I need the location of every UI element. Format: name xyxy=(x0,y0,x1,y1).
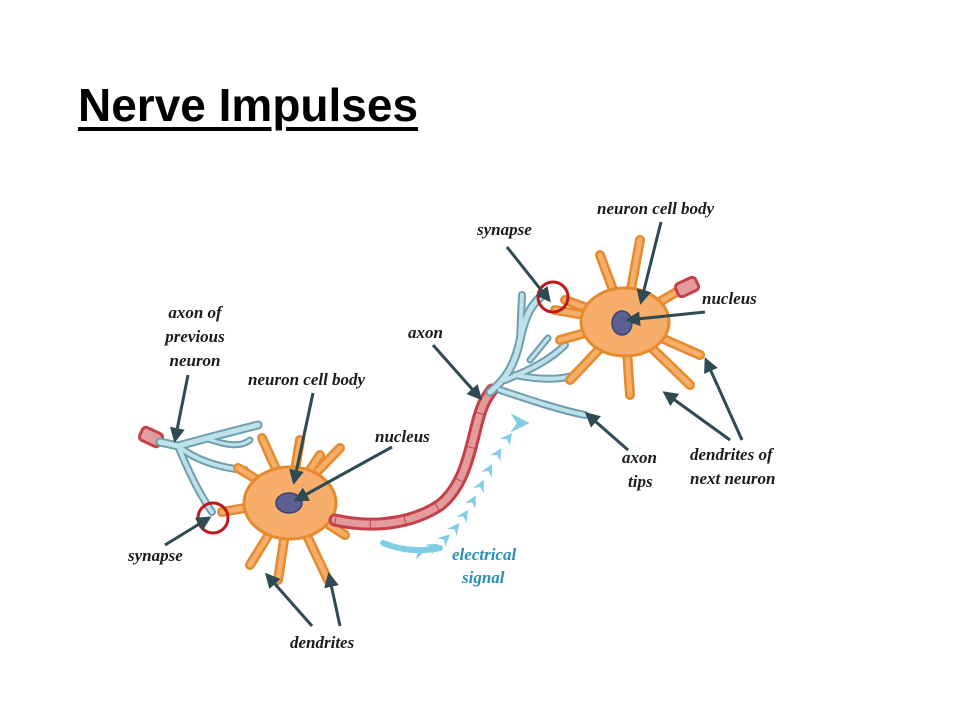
arrow-nucleus-right xyxy=(625,310,706,327)
left-neuron xyxy=(217,433,350,585)
label-axon-of-previous-neuron-3: neuron xyxy=(169,351,220,370)
axon xyxy=(328,383,499,531)
signal-chevron xyxy=(456,509,468,524)
axon-terminal-branches xyxy=(485,291,589,419)
left-nucleus xyxy=(275,492,303,514)
page-title: Nerve Impulses xyxy=(78,79,419,131)
right-neuron xyxy=(550,235,705,400)
signal-chevron xyxy=(437,534,450,547)
label-axon-tips-1: axon xyxy=(622,448,657,467)
label-axon-tips-2: tips xyxy=(628,472,653,491)
axon-myelin-fill xyxy=(331,386,496,528)
pointer-arrows xyxy=(164,221,744,627)
arrow-cell-body-left xyxy=(289,392,315,485)
label-nucleus-left: nucleus xyxy=(375,427,430,446)
arrow-axon-previous xyxy=(169,374,190,443)
label-axon-of-previous-neuron-2: previous xyxy=(163,327,225,346)
previous-axon-terminal xyxy=(137,420,263,516)
arrow-dendrites-1 xyxy=(265,572,314,627)
label-dendrites-of-next-neuron-1: dendrites of xyxy=(690,445,775,464)
signal-chevron xyxy=(464,495,476,509)
arrow-cell-body-right xyxy=(636,221,663,305)
arrow-synapse-left xyxy=(164,516,212,547)
label-axon: axon xyxy=(408,323,443,342)
label-nucleus-right: nucleus xyxy=(702,289,757,308)
label-dendrites: dendrites xyxy=(290,633,355,652)
electrical-signal-arrow xyxy=(380,413,530,560)
arrow-synapse-right xyxy=(505,246,551,303)
right-axon-stub xyxy=(673,275,701,299)
signal-chevron xyxy=(490,448,502,462)
label-synapse-left: synapse xyxy=(127,546,183,565)
arrow-axon-tips xyxy=(584,412,629,452)
signal-chevron xyxy=(472,479,484,494)
label-electrical-signal-1: electrical xyxy=(452,545,516,564)
labels: axon of previous neuron neuron cell body… xyxy=(127,199,776,652)
signal-chevron xyxy=(412,547,426,560)
signal-chevron xyxy=(499,432,512,447)
label-neuron-cell-body-right: neuron cell body xyxy=(597,199,715,218)
label-dendrites-of-next-neuron-2: next neuron xyxy=(690,469,776,488)
previous-axon-branches xyxy=(155,420,263,516)
label-synapse-right: synapse xyxy=(476,220,532,239)
arrow-dendrites-next-1 xyxy=(662,391,731,442)
arrow-dendrites-2 xyxy=(324,572,342,627)
signal-chevron xyxy=(447,522,460,537)
arrow-axon xyxy=(431,344,482,401)
label-electrical-signal-2: signal xyxy=(461,568,505,587)
signal-chevron xyxy=(425,543,440,555)
signal-chevron xyxy=(510,413,530,433)
label-neuron-cell-body-left: neuron cell body xyxy=(248,370,366,389)
label-axon-of-previous-neuron-1: axon of xyxy=(168,303,224,322)
signal-chevron xyxy=(481,464,493,478)
arrow-nucleus-left xyxy=(293,445,393,502)
right-nucleus xyxy=(611,310,633,336)
arrow-dendrites-next-2 xyxy=(704,357,744,441)
